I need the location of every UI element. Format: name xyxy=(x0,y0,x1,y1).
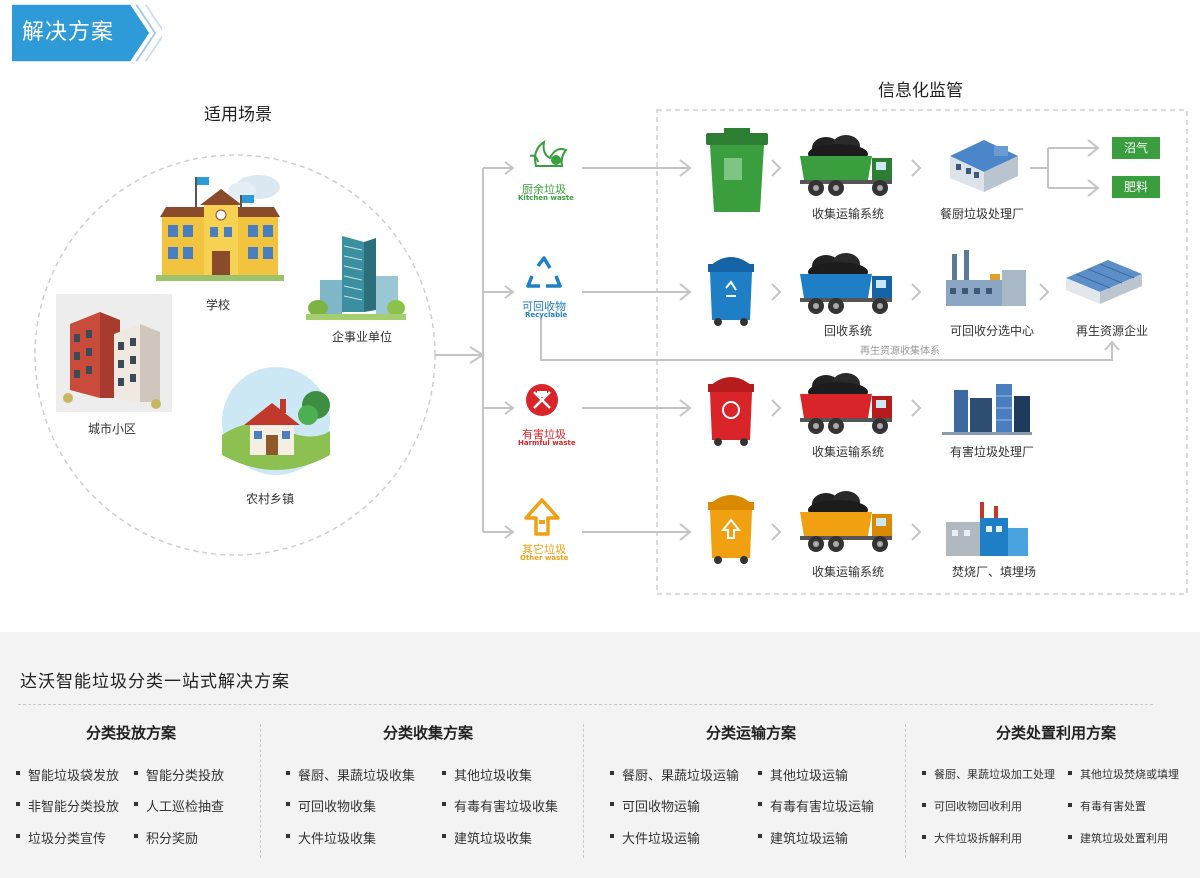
kitchen-step-collection: 收集运输系统 xyxy=(812,207,885,221)
column-title: 分类投放方案 xyxy=(85,724,176,742)
recycling-center-icon xyxy=(946,250,1026,306)
kitchen-waste-icon xyxy=(529,139,568,167)
recyclable-step-collection: 回收系统 xyxy=(824,324,873,338)
list-item: 有毒有害处置 xyxy=(1068,798,1146,814)
list-item: 大件垃圾运输 xyxy=(610,828,700,847)
kitchen-plant-icon xyxy=(950,140,1018,192)
list-item: 其他垃圾收集 xyxy=(442,765,532,784)
red-truck-icon xyxy=(800,373,892,434)
column-title: 分类收集方案 xyxy=(382,724,473,742)
other-waste-icon xyxy=(524,498,560,536)
list-item: 建筑垃圾收集 xyxy=(442,828,532,847)
list-item: 其他垃圾焚烧或填埋 xyxy=(1068,766,1179,782)
list-item: 有毒有害垃圾收集 xyxy=(442,796,558,815)
list-item: 非智能分类投放 xyxy=(16,796,119,815)
rural-house-icon xyxy=(222,367,330,475)
list-item: 建筑垃圾处置利用 xyxy=(1068,830,1168,846)
category-kitchen-cn: 厨余垃圾 xyxy=(522,183,566,196)
green-truck-icon xyxy=(800,135,892,196)
red-bin-icon xyxy=(708,377,754,446)
scenes-title: 适用场景 xyxy=(204,105,272,125)
list-item: 餐厨、果蔬垃圾加工处理 xyxy=(922,766,1055,782)
green-bin-icon xyxy=(706,128,768,212)
column-disposal: 分类投放方案 智能垃圾袋发放 智能分类投放 非智能分类投放 人工巡检抽查 垃圾分… xyxy=(14,722,248,858)
category-other-en: Other waste xyxy=(520,554,569,562)
list-item: 餐厨、果蔬垃圾收集 xyxy=(286,765,415,784)
harmful-step-collection: 收集运输系统 xyxy=(812,445,885,459)
orange-truck-icon xyxy=(800,491,892,552)
column-transport: 分类运输方案 餐厨、果蔬垃圾运输 其他垃圾运输 可回收物运输 有毒有害垃圾运输 … xyxy=(608,722,894,858)
list-item: 智能分类投放 xyxy=(134,765,224,784)
category-harmful-cn: 有害垃圾 xyxy=(522,428,566,441)
scene-label-school: 学校 xyxy=(206,298,231,312)
column-divider xyxy=(905,724,906,858)
list-item: 智能垃圾袋发放 xyxy=(16,765,119,784)
orange-bin-icon xyxy=(708,495,754,564)
output-biogas: 沼气 xyxy=(1112,137,1160,159)
incineration-landfill-icon xyxy=(946,502,1028,556)
list-item: 建筑垃圾运输 xyxy=(758,828,848,847)
category-other-cn: 其它垃圾 xyxy=(522,543,566,556)
list-item: 垃圾分类宣传 xyxy=(16,828,106,847)
supervision-title: 信息化监管 xyxy=(878,81,963,101)
school-icon xyxy=(156,175,284,281)
panel-title: 达沃智能垃圾分类一站式解决方案 xyxy=(20,672,290,692)
column-title: 分类处置利用方案 xyxy=(995,724,1116,742)
column-divider xyxy=(583,724,584,858)
category-kitchen-en: Kitchen waste xyxy=(518,194,574,202)
list-item: 有毒有害垃圾运输 xyxy=(758,796,874,815)
list-item: 可回收物收集 xyxy=(286,796,376,815)
scene-label-rural: 农村乡镇 xyxy=(246,492,295,506)
column-utilization: 分类处置利用方案 餐厨、果蔬垃圾加工处理 其他垃圾焚烧或填埋 可回收物回收利用 … xyxy=(922,722,1190,858)
blue-truck-icon xyxy=(800,253,892,314)
list-item: 其他垃圾运输 xyxy=(758,765,848,784)
list-item: 可回收物回收利用 xyxy=(922,798,1022,814)
scene-label-enterprise: 企事业单位 xyxy=(332,330,393,344)
solution-panel: 达沃智能垃圾分类一站式解决方案 分类投放方案 智能垃圾袋发放 智能分类投放 非智… xyxy=(0,632,1200,878)
page-title: 解决方案 xyxy=(22,20,115,45)
category-harmful-en: Harmful waste xyxy=(518,439,576,447)
list-item: 可回收物运输 xyxy=(610,796,700,815)
renewable-enterprise-icon xyxy=(1066,260,1142,304)
blue-bin-icon xyxy=(708,257,754,326)
category-recyclable-en: Recyclable xyxy=(525,311,568,319)
list-item: 餐厨、果蔬垃圾运输 xyxy=(610,765,739,784)
kitchen-step-plant: 餐厨垃圾处理厂 xyxy=(940,207,1025,221)
recyclable-step-enterprise: 再生资源企业 xyxy=(1076,324,1149,338)
hazardous-plant-icon xyxy=(942,384,1032,435)
other-step-collection: 收集运输系统 xyxy=(812,565,885,579)
column-title: 分类运输方案 xyxy=(705,724,796,742)
other-step-plant: 焚烧厂、填埋场 xyxy=(952,565,1037,579)
recyclable-step-sorting: 可回收分选中心 xyxy=(950,324,1035,338)
recyclable-bypass-note: 再生资源收集体系 xyxy=(860,346,940,357)
harmful-step-plant: 有害垃圾处理厂 xyxy=(950,445,1035,459)
column-collection: 分类收集方案 餐厨、果蔬垃圾收集 其他垃圾收集 可回收物收集 有毒有害垃圾收集 … xyxy=(286,722,570,858)
list-item: 积分奖励 xyxy=(134,828,198,847)
scene-label-city: 城市小区 xyxy=(88,422,137,436)
harmful-waste-icon xyxy=(526,384,558,416)
panel-divider xyxy=(18,704,1153,705)
flow-diagram-lines xyxy=(34,109,1188,595)
category-recyclable-cn: 可回收物 xyxy=(522,300,566,313)
list-item: 人工巡检抽查 xyxy=(134,796,224,815)
column-divider xyxy=(260,724,261,858)
office-building-icon xyxy=(306,236,406,320)
recyclable-icon xyxy=(526,256,562,288)
residential-building-icon xyxy=(56,294,172,412)
list-item: 大件垃圾收集 xyxy=(286,828,376,847)
list-item: 大件垃圾拆解利用 xyxy=(922,830,1022,846)
output-fertilizer: 肥料 xyxy=(1112,176,1160,198)
header-ribbon xyxy=(12,4,162,62)
